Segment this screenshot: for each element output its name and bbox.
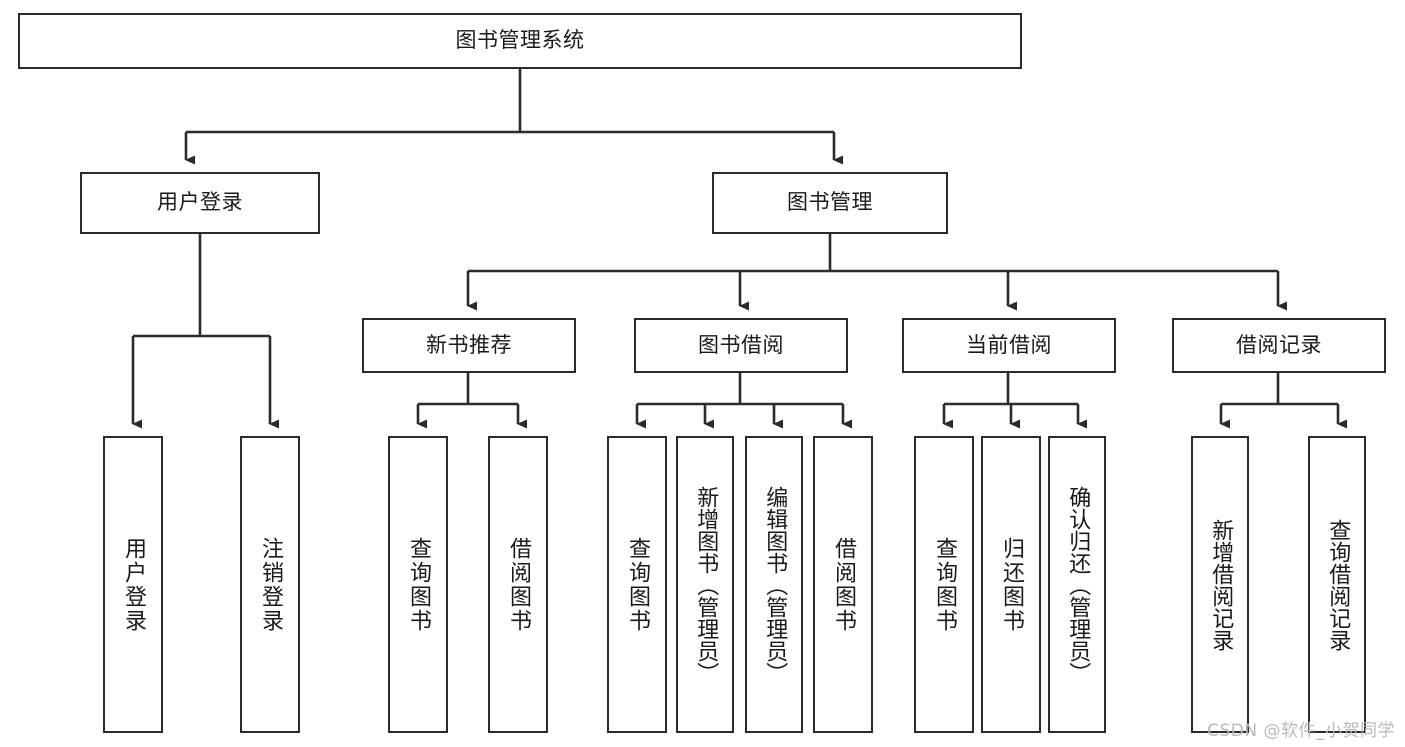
node-borrow-record[interactable]: 借阅记录 <box>1172 318 1386 373</box>
node-book-management[interactable]: 图书管理 <box>712 172 948 234</box>
leaf-borrow-record-query[interactable]: 查询借阅记录 <box>1308 436 1366 733</box>
leaf-user-login-logout[interactable]: 注销登录 <box>240 436 300 733</box>
leaf-new-book-borrow[interactable]: 借阅图书 <box>488 436 548 733</box>
node-user-login[interactable]: 用户登录 <box>80 172 320 234</box>
node-current-borrow[interactable]: 当前借阅 <box>902 318 1116 373</box>
leaf-book-borrow-borrow[interactable]: 借阅图书 <box>813 436 873 733</box>
node-book-borrow[interactable]: 图书借阅 <box>634 318 848 373</box>
leaf-current-borrow-query[interactable]: 查询图书 <box>914 436 974 733</box>
leaf-new-book-query[interactable]: 查询图书 <box>388 436 448 733</box>
leaf-book-borrow-edit-admin[interactable]: 编辑图书（管理员） <box>745 436 803 733</box>
node-new-book-recommend[interactable]: 新书推荐 <box>362 318 576 373</box>
leaf-book-borrow-query[interactable]: 查询图书 <box>607 436 667 733</box>
node-root-system[interactable]: 图书管理系统 <box>18 13 1022 69</box>
leaf-user-login-login[interactable]: 用户登录 <box>103 436 163 733</box>
leaf-book-borrow-add-admin[interactable]: 新增图书（管理员） <box>676 436 734 733</box>
leaf-current-borrow-return[interactable]: 归还图书 <box>981 436 1041 733</box>
leaf-borrow-record-add[interactable]: 新增借阅记录 <box>1191 436 1249 733</box>
leaf-current-borrow-confirm-admin[interactable]: 确认归还（管理员） <box>1048 436 1106 733</box>
